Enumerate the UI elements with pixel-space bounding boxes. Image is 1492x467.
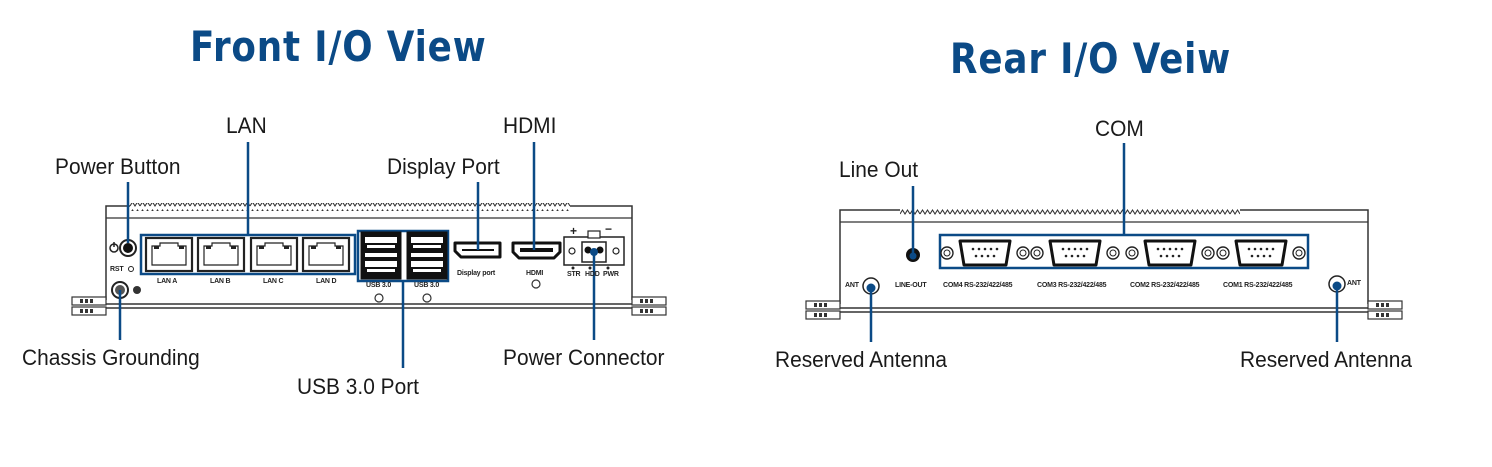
- usb-led: [422, 293, 432, 303]
- label-plus: +: [570, 224, 577, 238]
- rj45-port-icon[interactable]: [249, 236, 299, 273]
- label-usb-1: USB 3.0: [366, 282, 392, 289]
- label-com3: COM3 RS-232/422/485: [1037, 282, 1107, 289]
- rj45-port-icon[interactable]: [196, 236, 246, 273]
- rear-chassis: [805, 207, 1403, 320]
- callout-power-button: Power Button: [55, 154, 181, 179]
- callout-display-port: Display Port: [387, 154, 500, 179]
- label-com2: COM2 RS-232/422/485: [1130, 282, 1200, 289]
- callout-reserved-antenna-right: Reserved Antenna: [1240, 347, 1412, 372]
- ground-icon: [133, 286, 141, 294]
- callout-usb-port: USB 3.0 Port: [297, 374, 419, 399]
- rj45-port-icon[interactable]: [144, 236, 194, 273]
- callout-com: COM: [1095, 116, 1144, 141]
- hdmi-led: [531, 279, 541, 289]
- mount-bracket-right: [631, 296, 667, 316]
- label-hdmi: HDMI: [526, 270, 544, 277]
- usb-led: [374, 293, 384, 303]
- status-led-dots: [571, 266, 610, 270]
- label-usb-2: USB 3.0: [414, 282, 440, 289]
- callout-hdmi: HDMI: [503, 113, 557, 138]
- db9-serial-port-icon[interactable]: [1215, 239, 1307, 267]
- label-rst: RST: [110, 266, 124, 273]
- label-lan-c: LAN C: [263, 278, 284, 285]
- db9-serial-port-icon[interactable]: [1124, 239, 1216, 267]
- front-callout-lines: [118, 142, 596, 368]
- reset-button[interactable]: [128, 266, 134, 272]
- callout-reserved-antenna-left: Reserved Antenna: [775, 347, 947, 372]
- mount-bracket-left: [805, 300, 841, 320]
- label-line-out: LINE-OUT: [895, 282, 927, 289]
- callout-lan: LAN: [226, 113, 267, 138]
- rear-view-title: Rear I/O Veiw: [950, 34, 1232, 83]
- label-hdd: HDD: [585, 271, 600, 278]
- rj45-port-icon[interactable]: [301, 236, 351, 273]
- callout-power-connector: Power Connector: [503, 345, 665, 370]
- label-display-port: Display port: [457, 270, 496, 277]
- front-view-title: Front I/O View: [190, 22, 487, 71]
- power-button[interactable]: [119, 239, 137, 257]
- db9-serial-port-icon[interactable]: [939, 239, 1031, 267]
- db9-serial-port-icon[interactable]: [1029, 239, 1121, 267]
- label-com1: COM1 RS-232/422/485: [1223, 282, 1293, 289]
- front-chassis: [71, 203, 667, 316]
- callout-chassis-grounding: Chassis Grounding: [22, 345, 200, 370]
- callout-line-out: Line Out: [839, 157, 919, 182]
- usb-port-icon[interactable]: [360, 231, 402, 280]
- label-ant-left: ANT: [845, 282, 859, 289]
- mount-bracket-right: [1367, 300, 1403, 320]
- rear-callout-lines: [869, 143, 1339, 342]
- mount-bracket-left: [71, 296, 107, 316]
- power-icon: [109, 242, 119, 253]
- usb-port-icon[interactable]: [406, 231, 448, 280]
- hdmi-port-icon[interactable]: [511, 241, 562, 260]
- label-pwr: PWR: [603, 271, 619, 278]
- label-lan-d: LAN D: [316, 278, 337, 285]
- label-com4: COM4 RS-232/422/485: [943, 282, 1013, 289]
- label-str: STR: [567, 271, 581, 278]
- label-minus: −: [605, 222, 612, 236]
- label-ant-right: ANT: [1347, 280, 1361, 287]
- label-lan-b: LAN B: [210, 278, 231, 285]
- label-lan-a: LAN A: [157, 278, 178, 285]
